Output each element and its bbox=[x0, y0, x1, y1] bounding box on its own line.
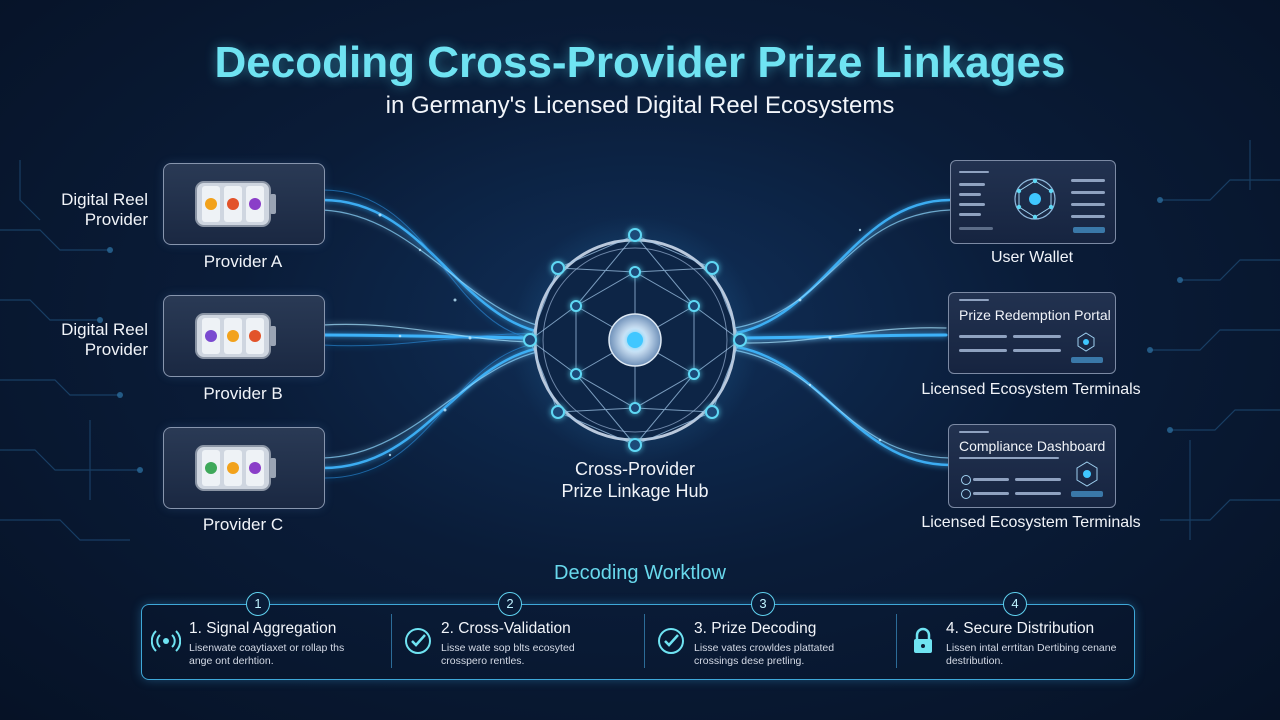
check-icon bbox=[405, 628, 431, 654]
lock-icon bbox=[914, 627, 932, 653]
workflow-divider bbox=[896, 614, 897, 668]
prize-redemption-portal-panel[interactable]: Prize Redemption Portal bbox=[948, 292, 1116, 374]
step-description: Lisse vates crowldes plattated crossings… bbox=[694, 642, 835, 667]
workflow-title: Decoding Worktlow bbox=[554, 562, 726, 584]
step-description: Lisse wate sop blts ecosyted crosspero r… bbox=[441, 642, 575, 667]
signal-icon bbox=[151, 630, 181, 652]
circuit-traces-left bbox=[0, 160, 140, 541]
licensed-terminals-label-2: Licensed Ecosystem Terminals bbox=[921, 514, 1141, 531]
step-name: 1. Signal Aggregation bbox=[189, 620, 337, 637]
circuit-pads bbox=[97, 197, 1183, 473]
workflow-step-1: 1 1. Signal Aggregation Lisenwate coayti… bbox=[143, 592, 373, 678]
page-subtitle: in Germany's Licensed Digital Reel Ecosy… bbox=[385, 92, 895, 119]
prize-redemption-portal-title: Prize Redemption Portal bbox=[959, 307, 1111, 323]
step-number-badge: 2 bbox=[498, 592, 522, 616]
provider-c-name: Provider C bbox=[202, 515, 284, 534]
step-number-badge: 4 bbox=[1003, 592, 1027, 616]
check-icon bbox=[658, 628, 684, 654]
stream-particles bbox=[378, 213, 882, 457]
workflow-step-3: 3 3. Prize Decoding Lisse vates crowldes… bbox=[648, 592, 878, 678]
slot-machine-icon bbox=[195, 313, 276, 359]
provider-a-type-label: Digital Reel Provider bbox=[61, 190, 148, 229]
licensed-terminals-label-1: Licensed Ecosystem Terminals bbox=[921, 381, 1141, 398]
provider-b-name: Provider B bbox=[203, 384, 283, 403]
user-wallet-label: User Wallet bbox=[990, 249, 1074, 266]
step-number-badge: 3 bbox=[751, 592, 775, 616]
provider-b-type-label: Digital Reel Provider bbox=[61, 320, 148, 359]
provider-a-card[interactable] bbox=[163, 163, 325, 245]
compliance-dashboard-panel[interactable]: Compliance Dashboard bbox=[948, 424, 1116, 508]
provider-a-name: Provider A bbox=[203, 252, 283, 271]
step-name: 4. Secure Distribution bbox=[946, 620, 1095, 637]
compliance-dashboard-title: Compliance Dashboard bbox=[959, 438, 1106, 454]
provider-b-card[interactable] bbox=[163, 295, 325, 377]
step-description: Lissen intal errtitan Dertibing cenane d… bbox=[946, 642, 1117, 667]
linkage-hub bbox=[510, 215, 760, 465]
step-number-badge: 1 bbox=[246, 592, 270, 616]
workflow-divider bbox=[391, 614, 392, 668]
workflow-frame bbox=[141, 604, 1135, 680]
page-title: Decoding Cross-Provider Prize Linkages bbox=[214, 38, 1066, 87]
network-node-icon bbox=[1014, 178, 1056, 220]
network-node-icon bbox=[1076, 461, 1098, 487]
circuit-traces-right bbox=[1150, 140, 1280, 540]
provider-c-card[interactable] bbox=[163, 427, 325, 509]
workflow-divider bbox=[644, 614, 645, 668]
slot-machine-icon bbox=[195, 445, 276, 491]
workflow-step-4: 4 4. Secure Distribution Lissen intal er… bbox=[900, 592, 1130, 678]
network-node-icon bbox=[1077, 332, 1095, 352]
step-description: Lisenwate coaytiaxet or rollap ths ange … bbox=[189, 642, 345, 667]
step-name: 2. Cross-Validation bbox=[441, 620, 571, 637]
step-name: 3. Prize Decoding bbox=[694, 620, 817, 637]
user-wallet-panel[interactable] bbox=[950, 160, 1116, 244]
hub-label: Cross-Provider Prize Linkage Hub bbox=[561, 459, 709, 501]
workflow-step-2: 2 2. Cross-Validation Lisse wate sop blt… bbox=[395, 592, 625, 678]
slot-machine-icon bbox=[195, 181, 276, 227]
